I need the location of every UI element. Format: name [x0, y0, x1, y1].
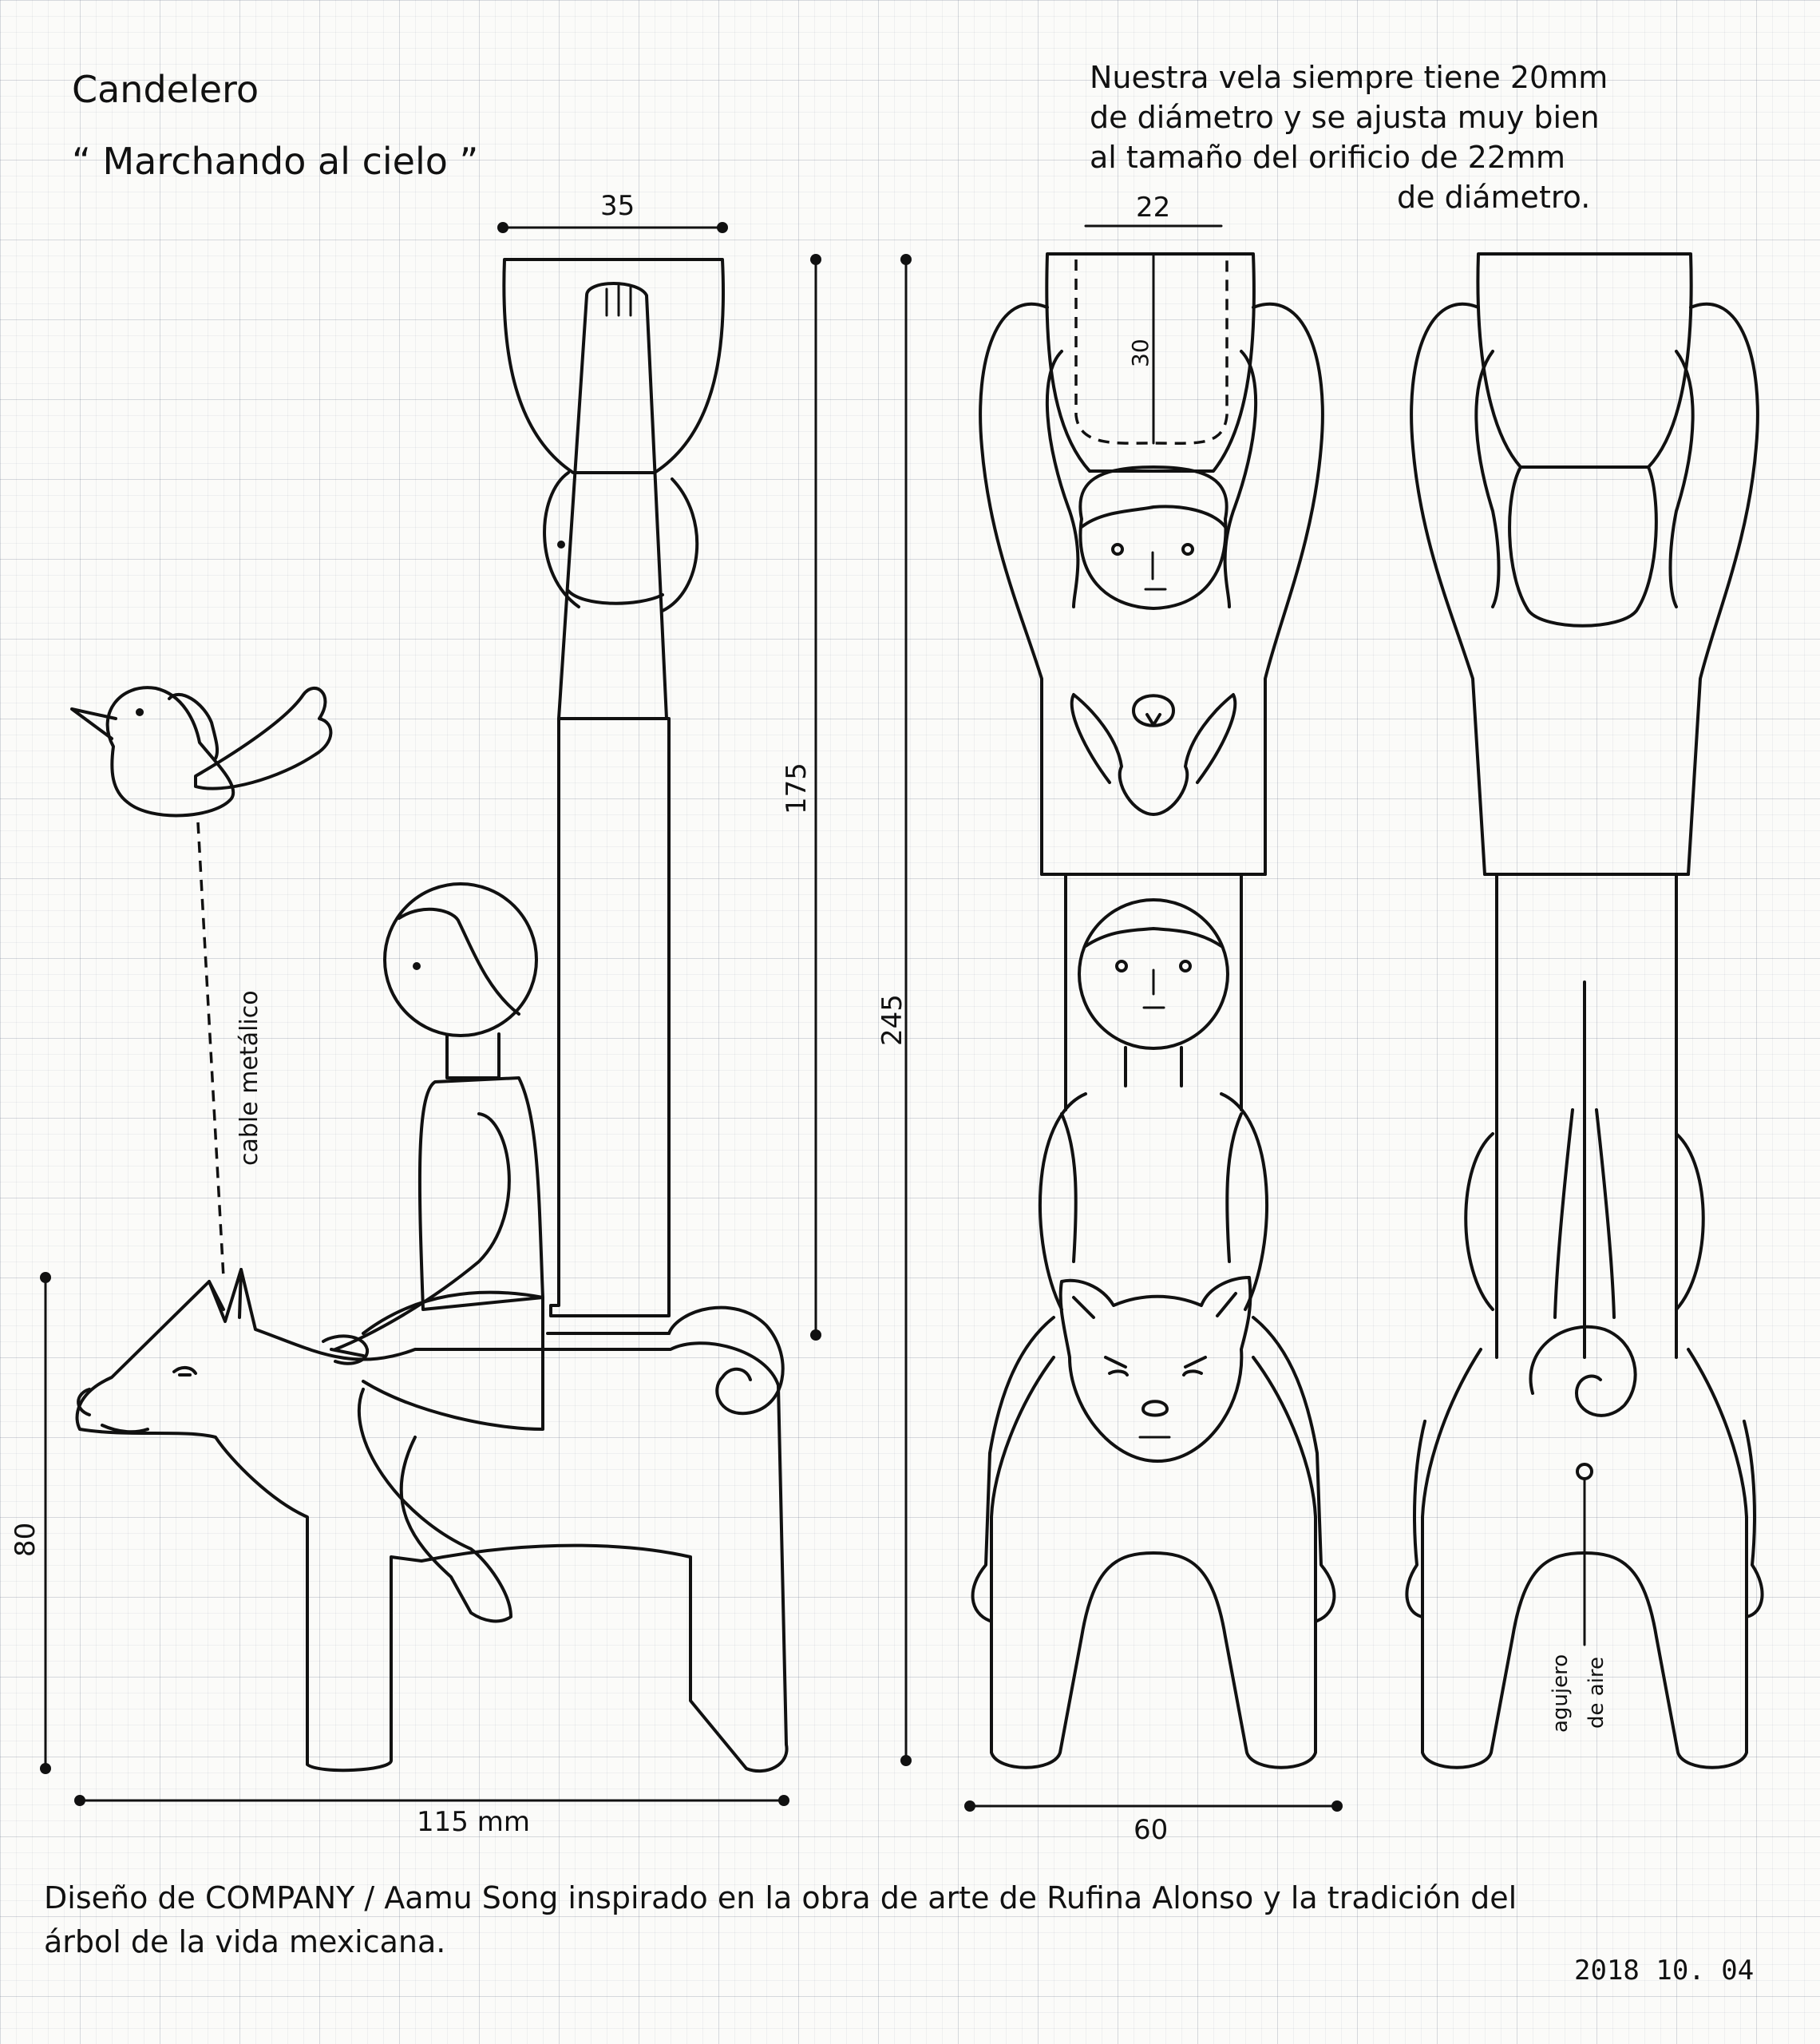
- front-dog-body: [990, 1356, 1317, 1769]
- label-air-hole-1: agujero: [1549, 1654, 1573, 1733]
- front-chest-bird-beak: [1145, 713, 1161, 727]
- front-candle-hole: [1074, 259, 1228, 445]
- dim-front-width: 60: [1134, 1814, 1169, 1846]
- dim-top-width: 35: [600, 190, 635, 222]
- side-bird-wing-front: [194, 687, 333, 790]
- front-legs-outline: [1064, 873, 1243, 1111]
- front-arms-inner: [1045, 350, 1258, 608]
- side-bird-body: [105, 686, 235, 818]
- side-rider-arm: [334, 1112, 511, 1351]
- front-rider-head: [1078, 898, 1229, 1050]
- front-upper-eye-right: [1181, 543, 1194, 556]
- front-rider-hair: [1084, 927, 1223, 948]
- front-dog-head: [1058, 1276, 1252, 1463]
- front-rider-eye-left: [1115, 960, 1128, 972]
- note-line-2: de diámetro y se ajusta muy bien: [1090, 100, 1600, 135]
- back-arms-inner: [1474, 350, 1695, 608]
- dim-upper-height: 175: [781, 763, 813, 814]
- front-dog-ears-inner: [1072, 1292, 1237, 1319]
- label-metal-cable: cable metálico: [235, 990, 263, 1166]
- front-rider-legs: [971, 1316, 1336, 1622]
- side-upper-legs: [549, 717, 671, 1317]
- side-bird-eye: [136, 708, 144, 716]
- front-dog-eye-right: [1182, 1356, 1207, 1377]
- back-candle-cup: [1476, 252, 1693, 469]
- back-rider-sides: [1464, 1132, 1705, 1311]
- back-arms-outer: [1410, 302, 1759, 876]
- label-air-hole-2: de aire: [1585, 1656, 1608, 1729]
- back-head: [1508, 465, 1658, 628]
- front-candle-cup: [1045, 252, 1256, 473]
- front-upper-head: [1078, 465, 1228, 610]
- front-rider-arms: [1060, 1112, 1243, 1263]
- side-animal-mouth: [101, 1424, 149, 1434]
- front-view: [971, 252, 1336, 1769]
- side-rider-skirt: [362, 1290, 544, 1431]
- side-animal-nose: [77, 1388, 91, 1416]
- side-rider-leg: [357, 1388, 512, 1623]
- side-metal-cable: [196, 822, 225, 1278]
- front-upper-eye-left: [1111, 543, 1124, 556]
- note-line-3: al tamaño del orificio de 22mm: [1090, 140, 1566, 175]
- back-legs: [1495, 873, 1678, 1359]
- front-chest-bird-head: [1132, 694, 1175, 727]
- side-rider-torso: [417, 1076, 544, 1311]
- dimension-lines: [40, 222, 1343, 1812]
- note-line-4: de diámetro.: [1397, 180, 1591, 215]
- back-view: [1405, 252, 1764, 1769]
- side-view: [70, 258, 789, 1773]
- side-bird-beak: [70, 707, 117, 740]
- front-rider-neck: [1124, 1046, 1183, 1087]
- back-tail: [1529, 1325, 1637, 1417]
- side-animal-ear: [208, 1268, 243, 1319]
- credit-line-2: árbol de la vida mexicana.: [44, 1924, 446, 1959]
- note-line-1: Nuestra vela siempre tiene 20mm: [1090, 60, 1608, 95]
- front-dog-eye-left: [1104, 1356, 1129, 1377]
- dim-length: 115 mm: [417, 1806, 530, 1838]
- dim-hole-depth: 30: [1127, 339, 1153, 367]
- side-animal-tail: [667, 1305, 785, 1416]
- side-animal-eye: [172, 1366, 197, 1377]
- dim-hole-diameter: 22: [1136, 192, 1171, 224]
- side-upper-eye: [557, 541, 565, 549]
- front-chest-bird: [1070, 693, 1237, 816]
- side-rider-hair: [398, 907, 520, 1016]
- credit-line-1: Diseño de COMPANY / Aamu Song inspirado …: [44, 1880, 1517, 1915]
- front-rider-body: [1038, 1092, 1269, 1311]
- back-air-hole: [1576, 1463, 1593, 1480]
- side-bird-wing-back: [168, 692, 220, 760]
- side-rider-hands: [322, 1334, 370, 1365]
- side-rider-eye: [413, 962, 421, 970]
- side-rider-neck: [445, 1032, 500, 1079]
- front-upper-hair: [1080, 505, 1227, 529]
- front-dog-nose: [1141, 1400, 1169, 1417]
- dim-animal-height: 80: [10, 1522, 42, 1557]
- front-arms-outer: [979, 302, 1324, 876]
- drawing-date: 2018 10. 04: [1574, 1955, 1755, 1987]
- front-rider-eye-right: [1179, 960, 1192, 972]
- side-candle-cup: [502, 258, 726, 474]
- back-rider-feet: [1405, 1420, 1764, 1618]
- side-raised-arm: [557, 282, 668, 720]
- dim-total-height: 245: [876, 994, 908, 1046]
- side-upper-head: [543, 471, 699, 612]
- side-upper-body: [567, 589, 664, 605]
- drawing-subtitle: “ Marchando al cielo ”: [72, 140, 479, 183]
- side-hand-fingers: [605, 284, 632, 317]
- drawing-title: Candelero: [72, 68, 259, 111]
- side-rider-head: [383, 882, 538, 1037]
- side-animal-body: [75, 1268, 789, 1773]
